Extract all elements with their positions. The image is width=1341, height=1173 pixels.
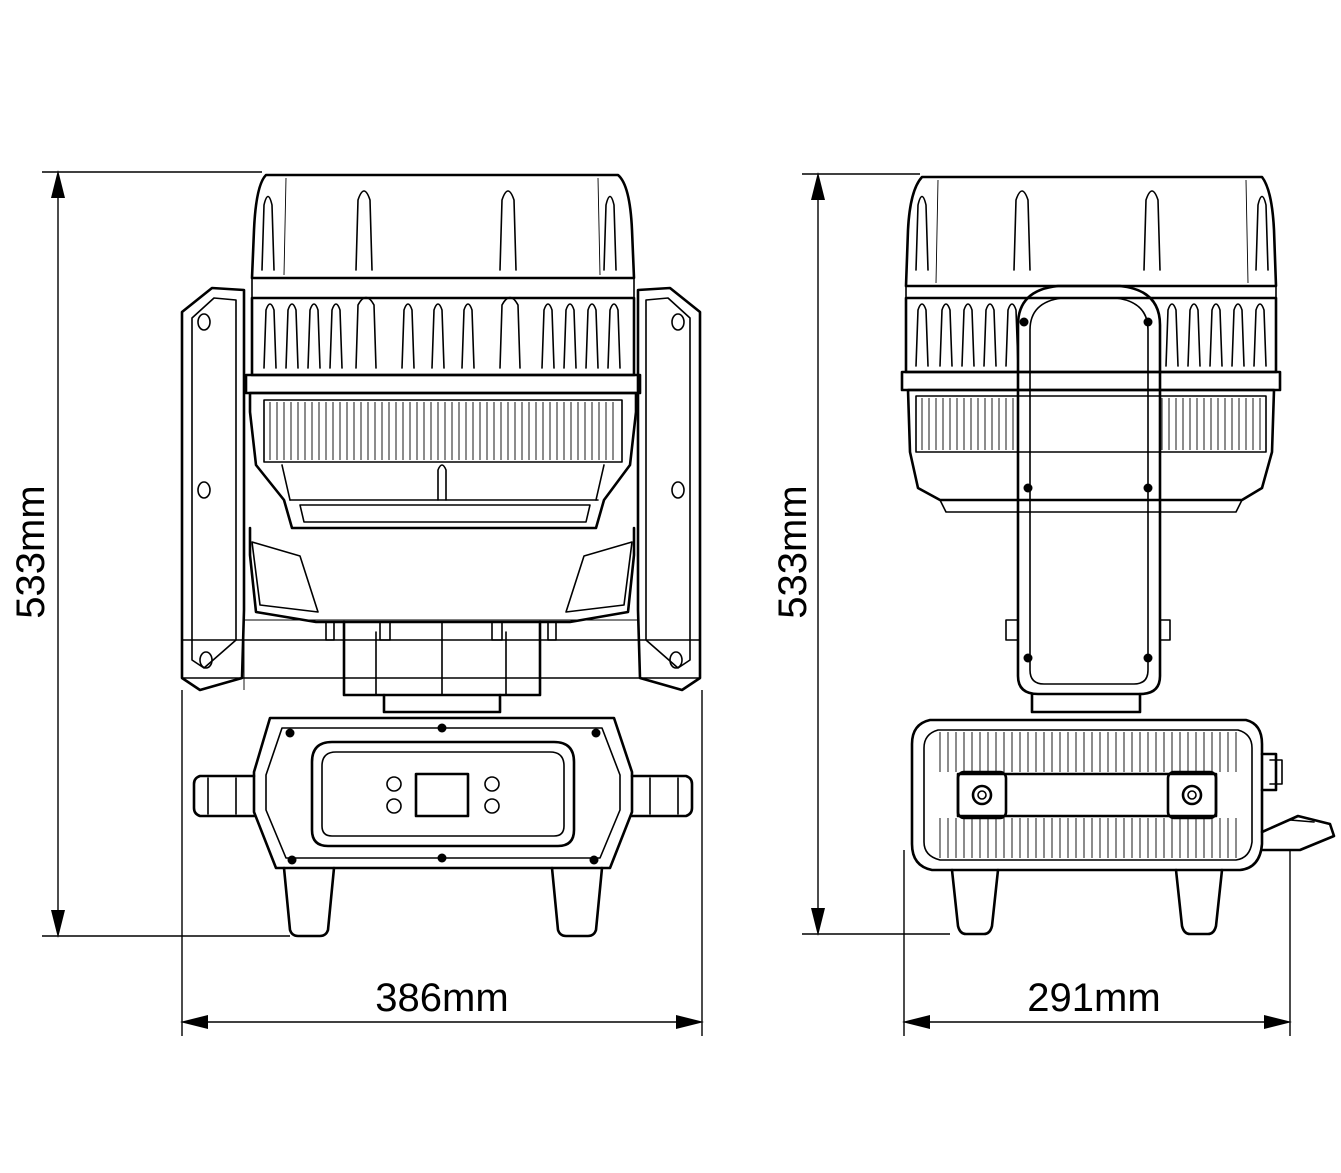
side-base [910, 718, 1336, 872]
dimension-side-width [902, 850, 1292, 1036]
side-feet [950, 868, 1224, 936]
front-yoke-arm-left [180, 286, 246, 692]
front-pan-neck [342, 620, 542, 714]
dimension-side-height [802, 172, 950, 936]
handle-right [630, 774, 694, 818]
side-head-fins [904, 296, 1278, 374]
front-height-label: 533mm [9, 485, 53, 618]
side-height-label: 533mm [771, 485, 815, 618]
side-head-top-cap [904, 175, 1278, 299]
control-button-1 [386, 776, 402, 792]
front-view [180, 173, 702, 938]
handle-left [192, 774, 256, 818]
side-view [900, 175, 1336, 936]
connector-top [1260, 752, 1278, 792]
front-head-body [248, 526, 636, 641]
front-width-label: 386mm [375, 976, 508, 1020]
side-head-band [900, 370, 1282, 392]
control-button-3 [484, 776, 500, 792]
display-screen [414, 772, 470, 818]
front-yoke-bridge [181, 639, 701, 679]
front-head-band [244, 373, 642, 395]
side-width-label: 291mm [1027, 976, 1160, 1020]
front-head-fins [250, 296, 636, 377]
front-head-lower [248, 391, 638, 530]
front-head-top-cap [250, 173, 636, 299]
dimension-front-width [180, 690, 704, 1036]
connector-bottom [1260, 814, 1336, 852]
control-button-2 [386, 798, 402, 814]
control-button-4 [484, 798, 500, 814]
side-head-lower [906, 388, 1276, 513]
side-yoke-arm [1005, 284, 1171, 714]
front-yoke-arm-right [636, 286, 702, 692]
front-base [192, 716, 694, 870]
front-feet [282, 866, 604, 938]
dimension-front-height [42, 170, 290, 938]
